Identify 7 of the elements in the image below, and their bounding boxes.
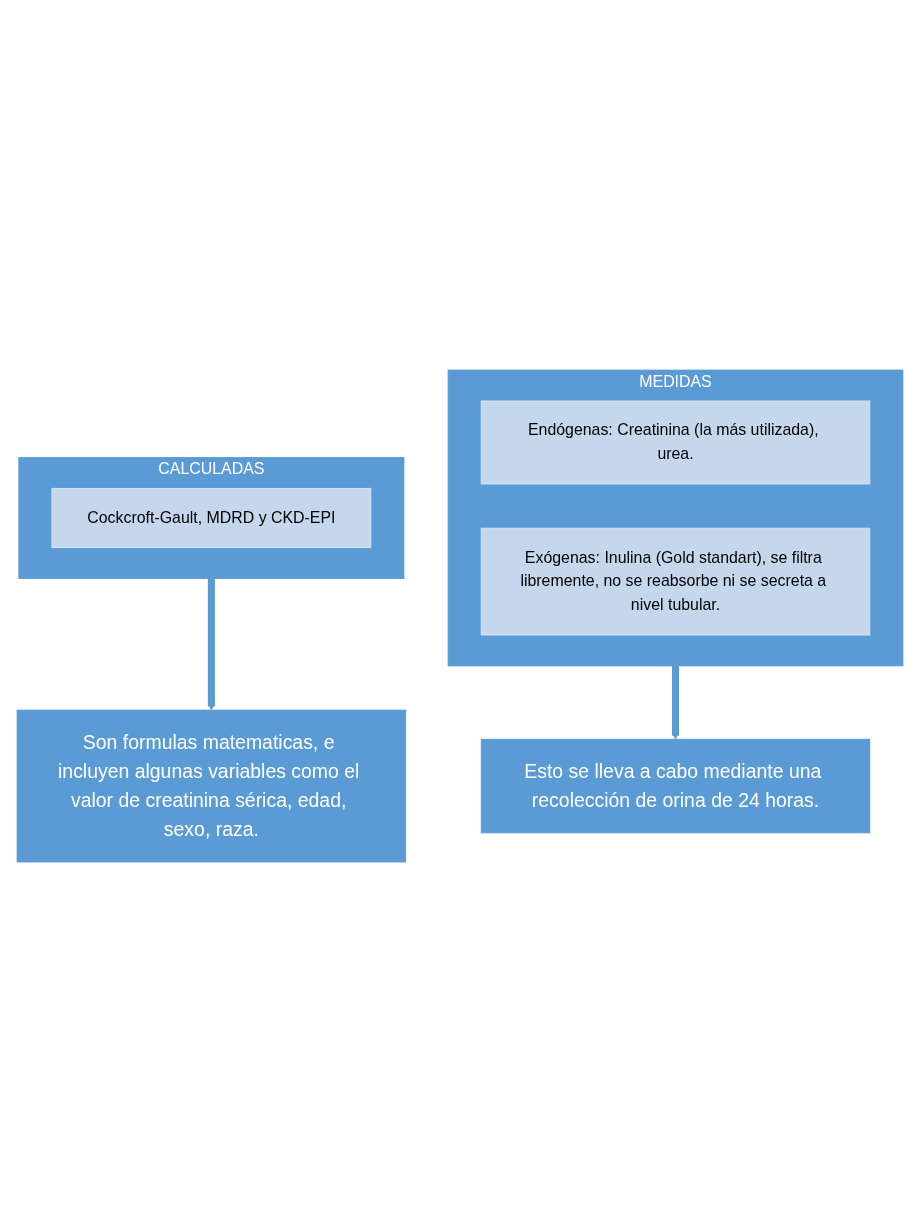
arrow bbox=[671, 665, 680, 740]
arrow bbox=[207, 578, 216, 711]
node-box: Exógenas: Inulina (Gold standart), se filtra libremente, no se reabsorbe ni se secreta a nivel tubular. bbox=[480, 527, 871, 636]
node-box: Cockcroft-Gault, MDRD y CKD-EPI bbox=[51, 487, 372, 548]
node-box: Esto se lleva a cabo mediante una recolección de orina de 24 horas. bbox=[480, 738, 871, 834]
node-box: Son formulas matematicas, e incluyen algunas variables como el valor de creatinina sérica, edad, sexo, raza. bbox=[16, 709, 407, 863]
node-box: Endógenas: Creatinina (la más utilizada), urea. bbox=[480, 400, 871, 485]
